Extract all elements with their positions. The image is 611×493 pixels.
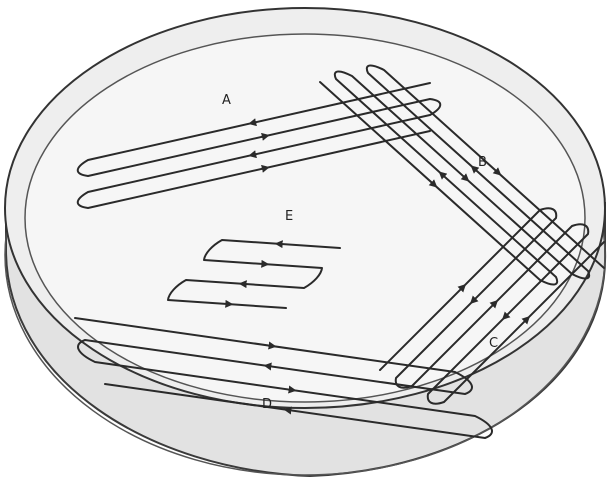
petri-dish xyxy=(5,8,605,476)
label-a: A xyxy=(222,93,231,108)
label-c: C xyxy=(489,336,498,351)
label-b: B xyxy=(478,155,487,170)
label-e: E xyxy=(285,209,293,224)
label-d: D xyxy=(262,397,272,412)
dish-inner-rim xyxy=(25,34,585,402)
